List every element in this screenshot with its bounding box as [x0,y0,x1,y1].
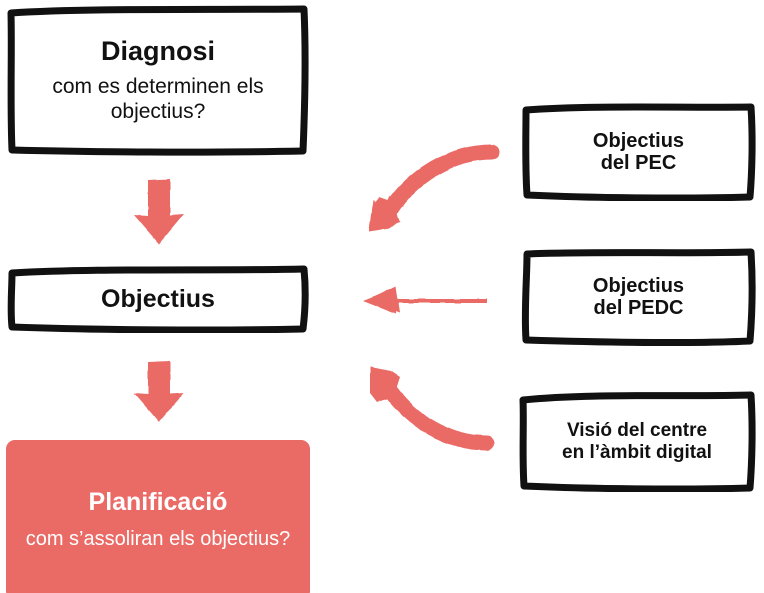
node-visio-centre[interactable]: Visió del centre en l’àmbit digital [518,391,756,492]
node-title-line-2: del PEDC [593,297,684,319]
node-title: Objectius [101,285,215,313]
node-planificacio[interactable]: Planificació com s’assoliran els objecti… [6,440,310,593]
node-title-line-1: Visió del centre [566,420,708,442]
arrow-pec-to-objectius [369,144,500,231]
node-subtitle: com s’assoliran els objectius? [25,528,291,551]
arrow-visio-to-objectius [370,367,495,451]
node-diagnosi[interactable]: Diagnosi com es determinen els objectius… [6,4,310,156]
node-objectius[interactable]: Objectius [6,265,310,333]
node-objectius-pec[interactable]: Objectius del PEC [521,103,756,201]
node-title-line-2: en l’àmbit digital [562,441,712,463]
node-objectius-pedc[interactable]: Objectius del PEDC [521,248,756,346]
node-title-line-2: del PEC [600,152,677,174]
node-title-line-1: Objectius [592,274,685,297]
node-title: Planificació [88,488,228,517]
arrow-diagnosi-to-objectius [134,179,184,244]
arrow-pedc-to-objectius [363,286,487,314]
node-subtitle: com es determinen els objectius? [52,74,264,123]
node-title-line-1: Objectius [592,129,685,152]
arrow-objectius-to-planificacio [134,361,184,422]
node-title: Diagnosi [100,35,215,66]
